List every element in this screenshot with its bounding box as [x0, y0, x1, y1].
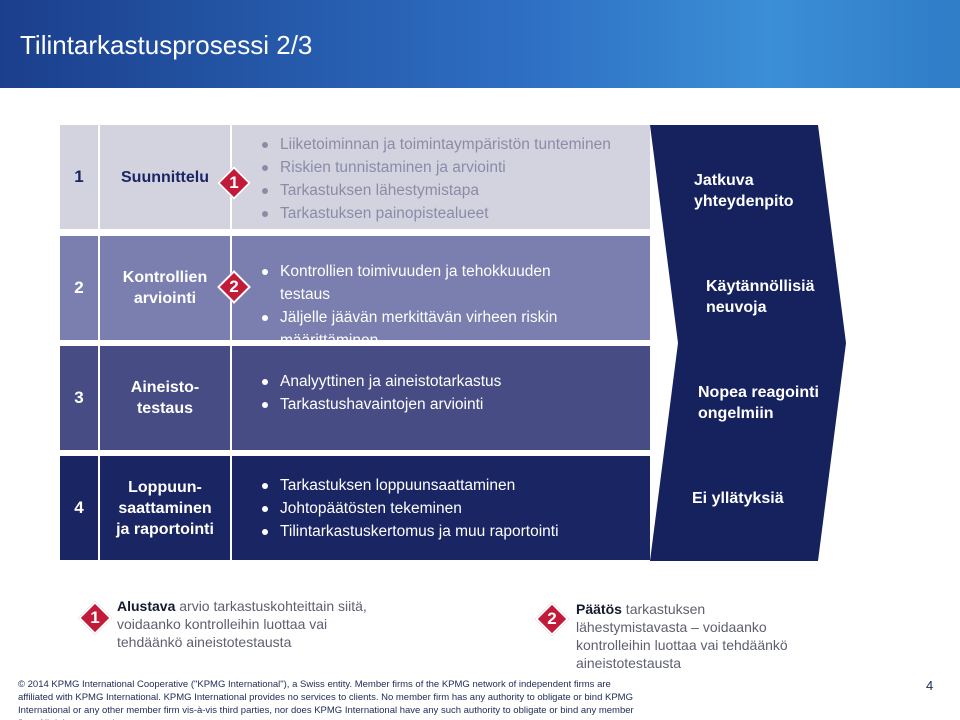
bullet-item: Tarkastushavaintojen arviointi: [258, 393, 501, 416]
bullet-item: Riskien tunnistaminen ja arviointi: [258, 156, 611, 179]
process-row-3: 3 Aineisto- testaus Analyyttinen ja aine…: [60, 346, 850, 450]
row-number: 1: [60, 125, 98, 229]
bullet-list: Liiketoiminnan ja toimintaympäristön tun…: [258, 133, 611, 225]
row-label: Loppuun- saattaminen ja raportointi: [100, 456, 230, 560]
decision-marker-number: 2: [229, 277, 239, 296]
copyright-footer: © 2014 KPMG International Cooperative ("…: [18, 679, 634, 720]
note-text: tarkastuksen lähestymistavasta – voidaan…: [576, 601, 788, 671]
bullet-list: Tarkastuksen loppuunsaattaminen Johtopää…: [258, 474, 559, 543]
bullet-item: Tilintarkastuskertomus ja muu raportoint…: [258, 520, 559, 543]
bullet-item: Jäljelle jäävän merkittävän virheen risk…: [258, 306, 598, 352]
note-bold: Päätös: [576, 601, 622, 617]
row-number: 2: [60, 236, 98, 340]
bullet-item: Liiketoiminnan ja toimintaympäristön tun…: [258, 133, 611, 156]
row-content: Tarkastuksen loppuunsaattaminen Johtopää…: [232, 456, 650, 560]
row-content: Analyyttinen ja aineistotarkastus Tarkas…: [232, 346, 650, 450]
row-label: Suunnittelu: [100, 125, 230, 229]
note-preliminary: Alustava arvio tarkastuskohteittain siit…: [117, 597, 367, 651]
decision-marker-number: 1: [229, 173, 239, 192]
bullet-item: Kontrollien toimivuuden ja tehokkuuden t…: [258, 260, 598, 306]
note-text: arvio tarkastuskohteittain siitä, voidaa…: [117, 598, 367, 650]
row-number: 3: [60, 346, 98, 450]
page-number: 4: [926, 678, 934, 693]
slide-header: Tilintarkastusprosessi 2/3: [0, 0, 960, 88]
service-text-1: Jatkuva yhteydenpito: [694, 172, 794, 210]
note-decision: Päätös tarkastuksen lähestymistavasta – …: [576, 600, 816, 672]
row-number: 4: [60, 456, 98, 560]
note-marker-number: 2: [547, 609, 557, 628]
bullet-item: Analyyttinen ja aineistotarkastus: [258, 370, 501, 393]
process-row-1: 1 Suunnittelu Liiketoiminnan ja toiminta…: [60, 125, 850, 229]
bullet-list: Kontrollien toimivuuden ja tehokkuuden t…: [258, 260, 598, 352]
bullet-item: Tarkastuksen painopistealueet: [258, 202, 611, 225]
bullet-item: Tarkastuksen loppuunsaattaminen: [258, 474, 559, 497]
service-text-2: Käytännöllisiä neuvoja: [706, 278, 815, 316]
row-label: Aineisto- testaus: [100, 346, 230, 450]
note-marker-number: 1: [90, 608, 100, 627]
ongoing-services-arrow: [650, 125, 846, 561]
bullet-list: Analyyttinen ja aineistotarkastus Tarkas…: [258, 370, 501, 416]
bullet-item: Johtopäätösten tekeminen: [258, 497, 559, 520]
service-text-4: Ei yllätyksiä: [692, 490, 784, 507]
bullet-item: Tarkastuksen lähestymistapa: [258, 179, 611, 202]
service-text-3: Nopea reagointi ongelmiin: [698, 384, 819, 422]
slide-title: Tilintarkastusprosessi 2/3: [20, 30, 313, 60]
process-row-2: 2 Kontrollien arviointi Kontrollien toim…: [60, 236, 850, 349]
note-bold: Alustava: [117, 598, 176, 614]
row-content: Kontrollien toimivuuden ja tehokkuuden t…: [232, 236, 650, 349]
row-label: Kontrollien arviointi: [100, 236, 230, 340]
process-row-4: 4 Loppuun- saattaminen ja raportointi Ta…: [60, 456, 850, 560]
row-content: Liiketoiminnan ja toimintaympäristön tun…: [232, 125, 650, 229]
